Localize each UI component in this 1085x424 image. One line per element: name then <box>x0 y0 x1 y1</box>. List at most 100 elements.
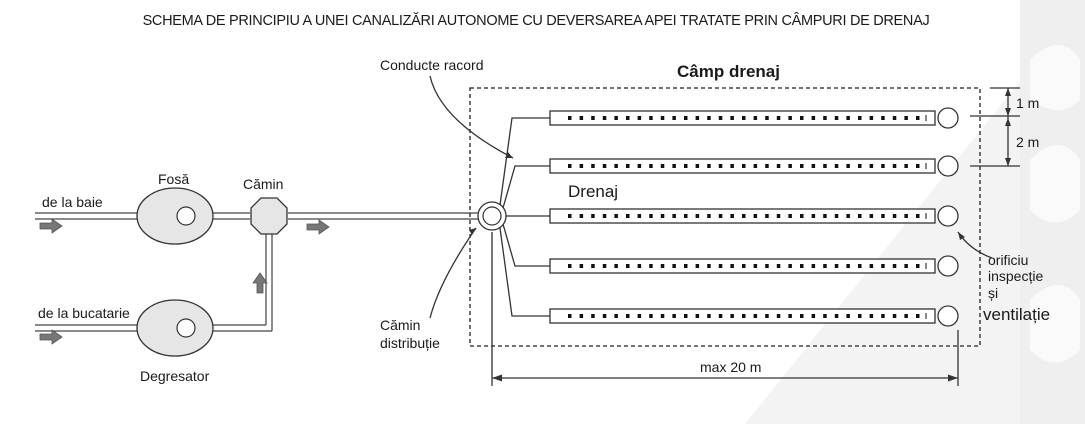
perforation <box>823 214 827 218</box>
perforation <box>695 116 700 120</box>
perforation <box>788 264 792 268</box>
manhole <box>250 197 288 235</box>
perforation <box>811 164 816 168</box>
perforation <box>660 214 665 218</box>
manhole-label: Cămin <box>243 176 283 192</box>
perforation <box>718 264 723 268</box>
perforation <box>626 214 630 218</box>
inspection-vent-circle <box>937 255 959 277</box>
perforation <box>916 164 920 168</box>
inspection-label-2: inspecție <box>988 268 1043 284</box>
perforation <box>823 164 827 168</box>
perforation <box>823 264 827 268</box>
perforation <box>765 264 769 268</box>
perforation <box>765 214 769 218</box>
perforation <box>637 264 642 268</box>
perforation <box>753 116 758 120</box>
perforation <box>823 116 827 120</box>
perforation <box>834 214 839 218</box>
inspection-label-3: și <box>988 285 998 301</box>
perforation <box>776 214 781 218</box>
perforation <box>869 264 874 268</box>
perforation <box>637 314 642 318</box>
perforation <box>776 116 781 120</box>
perforation <box>800 116 804 120</box>
perforation <box>695 314 700 318</box>
perforation <box>788 214 792 218</box>
dim-1m-label: 1 m <box>1016 95 1039 111</box>
perforation <box>753 164 758 168</box>
perforation <box>765 116 769 120</box>
from-bath-label: de la baie <box>42 194 103 210</box>
perforation <box>568 116 572 120</box>
perforation <box>672 116 676 120</box>
perforation <box>695 264 700 268</box>
perforation <box>626 164 630 168</box>
perforation <box>742 164 746 168</box>
perforation <box>649 314 653 318</box>
perforation <box>776 164 781 168</box>
perforation <box>858 214 862 218</box>
perforation <box>637 214 642 218</box>
perforation <box>672 164 676 168</box>
perforation <box>568 264 572 268</box>
connection-pipes <box>499 117 550 317</box>
arrow-right-icon <box>39 329 63 345</box>
perforation <box>684 314 688 318</box>
perforation <box>649 264 653 268</box>
perforation <box>811 116 816 120</box>
perforation <box>753 314 758 318</box>
perforation <box>660 116 665 120</box>
vertical-dimensions <box>970 87 1020 167</box>
perforation <box>776 264 781 268</box>
perforation <box>730 214 734 218</box>
perforation <box>753 214 758 218</box>
perforation <box>881 214 885 218</box>
perforation <box>858 116 862 120</box>
drain-label: Drenaj <box>568 182 618 201</box>
from-kitchen-label: de la bucatarie <box>38 305 130 321</box>
perforation <box>730 264 734 268</box>
perforation <box>672 214 676 218</box>
perforation <box>800 314 804 318</box>
perforation <box>602 116 607 120</box>
dim-2m-label: 2 m <box>1016 134 1039 150</box>
arrow-right-icon <box>39 218 63 234</box>
perforation <box>568 164 572 168</box>
perforation <box>904 164 908 168</box>
perforation <box>614 264 618 268</box>
grease-trap <box>136 299 214 357</box>
perforation <box>811 214 816 218</box>
perforation <box>684 214 688 218</box>
connection-leader-line <box>429 75 514 159</box>
perforation <box>718 314 723 318</box>
perforation <box>765 314 769 318</box>
perforation <box>834 164 839 168</box>
flow-arrows <box>39 218 330 345</box>
perforation <box>707 164 711 168</box>
perforation <box>614 164 618 168</box>
perforation <box>730 164 734 168</box>
perforation <box>869 116 874 120</box>
perforation <box>672 314 676 318</box>
max-length-dimension <box>491 232 959 386</box>
perforation <box>637 116 642 120</box>
perforation <box>904 264 908 268</box>
perforation <box>579 264 584 268</box>
perforation <box>718 116 723 120</box>
perforation <box>892 314 897 318</box>
perforation <box>660 314 665 318</box>
septic-tank <box>136 187 214 245</box>
perforation <box>626 116 630 120</box>
perforation <box>846 116 850 120</box>
perforation <box>649 116 653 120</box>
perforation <box>579 116 584 120</box>
perforation <box>869 314 874 318</box>
perforation <box>742 314 746 318</box>
inspection-label-1: orificiu <box>988 252 1028 268</box>
leader-arrowhead <box>469 228 476 235</box>
perforation <box>846 264 850 268</box>
perforation <box>626 264 630 268</box>
perforation <box>718 214 723 218</box>
drain-field-title: Câmp drenaj <box>677 62 780 81</box>
